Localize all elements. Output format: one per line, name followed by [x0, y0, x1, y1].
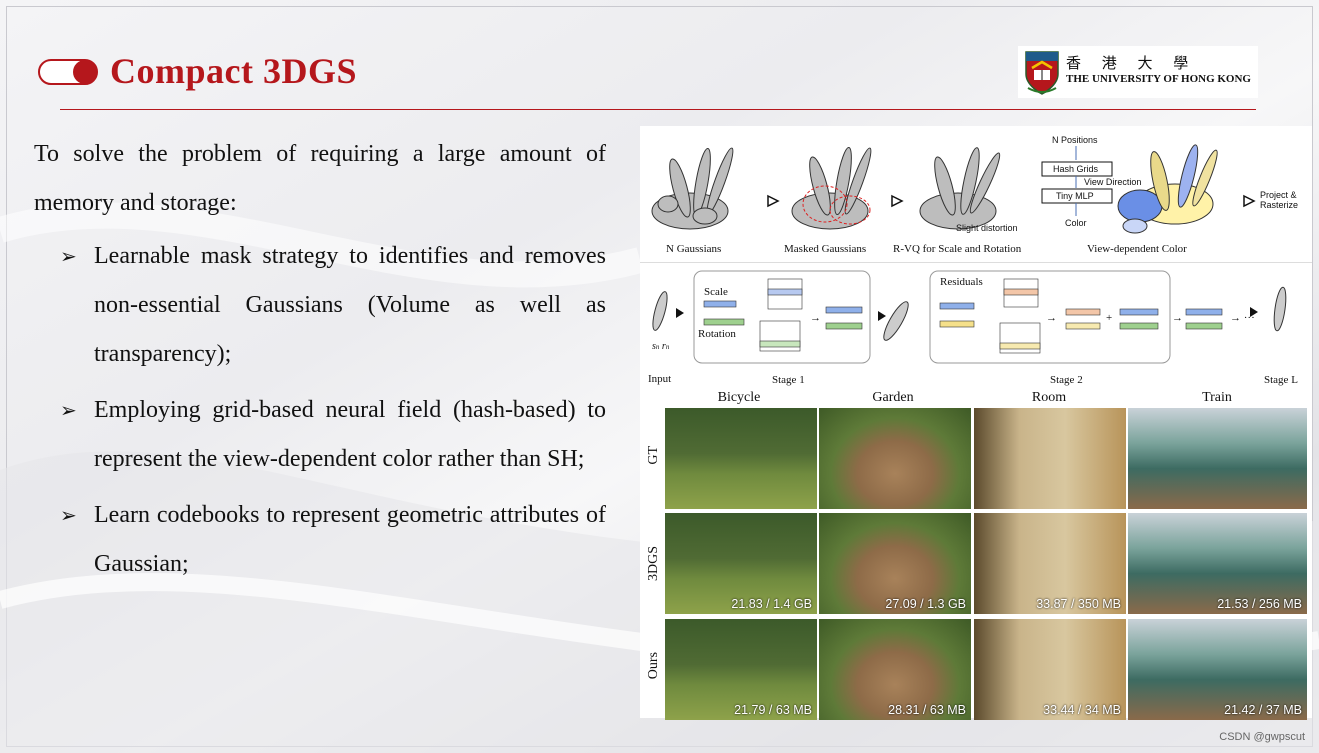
- metric-garden-ours: 28.31 / 63 MB: [888, 703, 966, 717]
- residuals-label: Residuals: [940, 276, 983, 288]
- metric-room-3dgs: 33.87 / 350 MB: [1036, 597, 1121, 611]
- bullet-item: ➢ Learnable mask strategy to identifies …: [34, 232, 606, 379]
- bullet-list: ➢ Learnable mask strategy to identifies …: [34, 232, 606, 589]
- image-room-gt: [974, 408, 1126, 509]
- gaussians-cluster-3: [919, 147, 1001, 230]
- masked-gaussians-label: Masked Gaussians: [784, 243, 866, 255]
- svg-text:→: →: [1046, 312, 1057, 324]
- metric-bicycle-3dgs: 21.83 / 1.4 GB: [731, 597, 812, 611]
- image-bicycle-3dgs: 21.83 / 1.4 GB: [665, 513, 817, 614]
- image-room-ours: 33.44 / 34 MB: [974, 619, 1126, 720]
- bullet-text: Employing grid-based neural field (hash-…: [94, 397, 606, 472]
- image-garden-gt: [819, 408, 971, 509]
- svg-text:→: →: [1172, 312, 1183, 324]
- image-bicycle-ours: 21.79 / 63 MB: [665, 619, 817, 720]
- intro-text: To solve the problem of requiring a larg…: [34, 141, 606, 216]
- rvq-label: R-VQ for Scale and Rotation: [893, 243, 1022, 255]
- column-header-room: Room: [1031, 390, 1067, 405]
- image-garden-ours: 28.31 / 63 MB: [819, 619, 971, 720]
- n-gaussians-label: N Gaussians: [666, 243, 721, 255]
- rasterize-label: Rasterize: [1260, 200, 1298, 210]
- metric-room-ours: 33.44 / 34 MB: [1043, 703, 1121, 717]
- image-train-3dgs: 21.53 / 256 MB: [1128, 513, 1307, 614]
- bullet-item: ➢ Learn codebooks to represent geometric…: [34, 491, 606, 589]
- bullet-text: Learn codebooks to represent geometric a…: [94, 502, 606, 577]
- metric-train-3dgs: 21.53 / 256 MB: [1217, 597, 1302, 611]
- csdn-watermark: CSDN @gwpscut: [1219, 731, 1305, 743]
- metric-garden-3dgs: 27.09 / 1.3 GB: [885, 597, 966, 611]
- gaussians-cluster-2: [791, 147, 872, 230]
- slide-title: Compact 3DGS: [110, 51, 357, 91]
- svg-text:Color: Color: [1065, 218, 1087, 228]
- stageL-label: Stage L: [1264, 374, 1298, 386]
- svg-text:→: →: [810, 312, 821, 324]
- arrow-bullet-icon: ➢: [60, 398, 77, 422]
- hku-crest-icon: [1025, 51, 1059, 95]
- metric-bicycle-ours: 21.79 / 63 MB: [734, 703, 812, 717]
- method-figure: Slight distortion N Positions Hash Grids…: [640, 126, 1312, 720]
- row-label-3dgs: 3DGS: [646, 546, 661, 582]
- title-toggle-icon: [38, 59, 98, 85]
- slight-distortion-label: Slight distortion: [956, 223, 1018, 233]
- column-header-train: Train: [1202, 390, 1232, 405]
- metric-train-ours: 21.42 / 37 MB: [1224, 703, 1302, 717]
- rotation-label: Rotation: [698, 328, 736, 340]
- slide-body: To solve the problem of requiring a larg…: [34, 130, 606, 596]
- svg-text:View Direction: View Direction: [1084, 177, 1141, 187]
- svg-text:N Positions: N Positions: [1052, 135, 1098, 145]
- svg-text:Hash Grids: Hash Grids: [1053, 164, 1099, 174]
- image-train-ours: 21.42 / 37 MB: [1128, 619, 1307, 720]
- rvq-stages-diagram: sn rn Input Scale Rotation → Stage 1 Res…: [640, 262, 1312, 386]
- image-train-gt: [1128, 408, 1307, 509]
- svg-text:+: +: [1106, 312, 1112, 324]
- pipeline-diagram: Slight distortion N Positions Hash Grids…: [651, 135, 1298, 255]
- column-header-bicycle: Bicycle: [717, 390, 761, 405]
- svg-text:Tiny MLP: Tiny MLP: [1056, 191, 1094, 201]
- hku-logo: 香 港 大 學 THE UNIVERSITY OF HONG KONG: [1018, 46, 1258, 98]
- image-room-3dgs: 33.87 / 350 MB: [974, 513, 1126, 614]
- gaussians-cluster-colored: [1117, 144, 1218, 234]
- image-bicycle-gt: [665, 408, 817, 509]
- view-color-label: View-dependent Color: [1087, 243, 1187, 255]
- gaussians-cluster-1: [651, 147, 734, 230]
- row-label-gt: GT: [646, 446, 661, 465]
- bullet-item: ➢ Employing grid-based neural field (has…: [34, 386, 606, 484]
- logo-english-name: THE UNIVERSITY OF HONG KONG: [1066, 73, 1251, 85]
- column-header-garden: Garden: [872, 390, 914, 405]
- bullet-text: Learnable mask strategy to identifies an…: [94, 243, 606, 367]
- title-divider: [60, 109, 1256, 110]
- stage2-label: Stage 2: [1050, 374, 1083, 386]
- input-label: Input: [648, 373, 671, 385]
- arrow-bullet-icon: ➢: [60, 503, 77, 527]
- image-garden-3dgs: 27.09 / 1.3 GB: [819, 513, 971, 614]
- scale-label: Scale: [704, 286, 728, 298]
- stage1-label: Stage 1: [772, 374, 805, 386]
- svg-text:→ ···: → ···: [1230, 312, 1255, 324]
- hash-mlp-block: N Positions Hash Grids View Direction Ti…: [1041, 135, 1141, 228]
- svg-text:sn rn: sn rn: [652, 341, 670, 352]
- row-label-ours: Ours: [646, 652, 661, 680]
- project-label: Project &: [1260, 190, 1297, 200]
- logo-chinese-name: 香 港 大 學: [1066, 54, 1197, 72]
- arrow-bullet-icon: ➢: [60, 244, 77, 268]
